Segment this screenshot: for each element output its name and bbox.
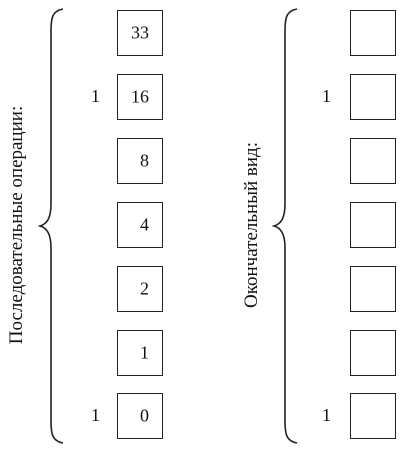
right-group-label: Окончательный вид: [241, 142, 262, 308]
left-box-2: 16 [117, 74, 163, 120]
left-box-value-4: 4 [140, 214, 149, 235]
right-side-digit-7: 1 [322, 405, 331, 425]
left-box-3: 8 [117, 138, 163, 184]
left-box-value-7: 0 [140, 405, 149, 426]
left-box-value-2: 16 [131, 86, 149, 107]
left-side-digit-2: 1 [91, 86, 100, 106]
right-box-7 [350, 393, 396, 439]
right-side-digit-2: 1 [322, 86, 331, 106]
left-box-value-5: 2 [140, 278, 149, 299]
right-box-3 [350, 138, 396, 184]
left-box-4: 4 [117, 202, 163, 248]
left-box-6: 1 [117, 330, 163, 376]
left-box-value-3: 8 [140, 150, 149, 171]
left-box-value-1: 33 [131, 22, 149, 43]
left-box-1: 33 [117, 10, 163, 56]
left-side-digit-7: 1 [91, 405, 100, 425]
left-group-label: Последовательные операции: [6, 105, 27, 345]
left-brace [38, 8, 64, 444]
left-box-value-6: 1 [140, 342, 149, 363]
left-box-7: 0 [117, 393, 163, 439]
right-box-4 [350, 202, 396, 248]
left-box-5: 2 [117, 266, 163, 312]
right-box-2 [350, 74, 396, 120]
right-box-1 [350, 10, 396, 56]
right-box-5 [350, 266, 396, 312]
right-box-6 [350, 330, 396, 376]
right-brace [272, 8, 298, 444]
